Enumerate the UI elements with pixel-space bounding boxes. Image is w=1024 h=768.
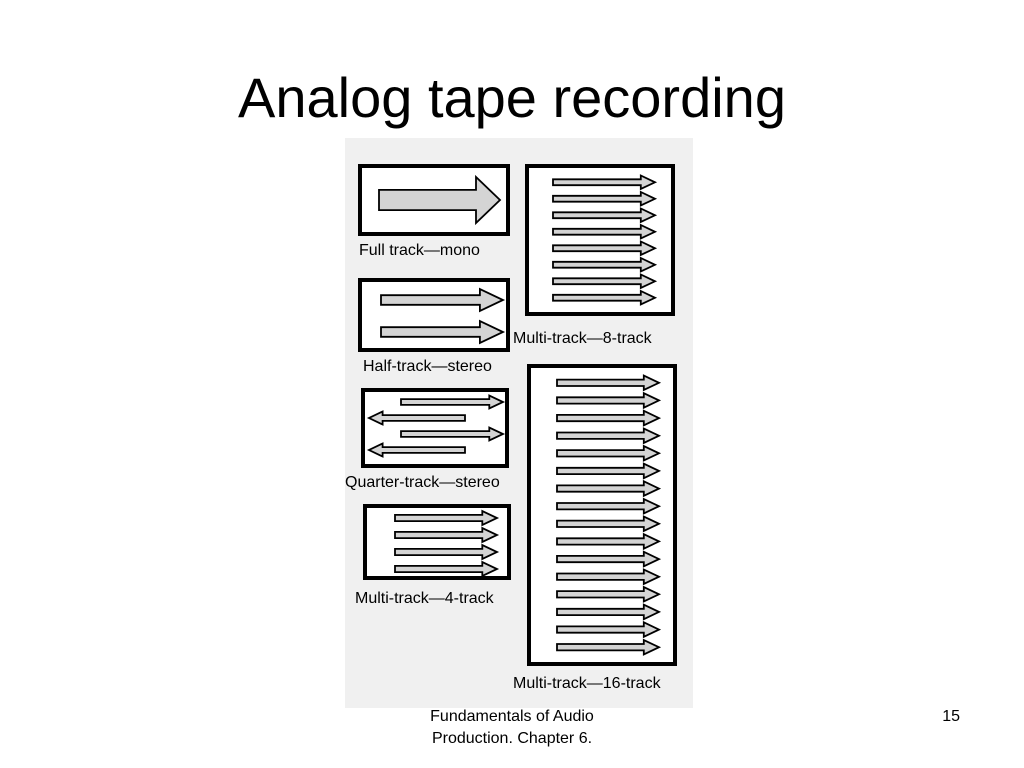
track-arrow-6-5 (556, 444, 662, 462)
track-arrow-6-2 (556, 391, 662, 410)
track-arrow-6-7 (556, 479, 662, 498)
format-label-5: Multi-track—8-track (513, 330, 653, 347)
slide-title: Analog tape recording (238, 66, 786, 129)
footer-source-line-1: Fundamentals of Audio (430, 708, 594, 725)
format-label-2: Half-track—stereo (363, 358, 492, 375)
track-arrow-3-1 (400, 394, 506, 410)
track-arrow-4-3 (394, 543, 500, 561)
track-arrow-4-2 (394, 526, 500, 544)
track-arrow-5-1 (552, 174, 658, 191)
track-arrow-3-2 (366, 410, 466, 426)
track-arrow-5-6 (552, 256, 658, 273)
track-arrow-3-4 (366, 442, 466, 458)
track-arrow-6-16 (556, 638, 662, 656)
page-number: 15 (942, 708, 960, 725)
format-label-1: Full track—mono (359, 242, 480, 259)
track-arrow-6-4 (556, 427, 662, 445)
footer-source: Fundamentals of Audio Production. Chapte… (362, 706, 662, 750)
track-arrow-2-2 (380, 319, 506, 345)
track-arrow-3-3 (400, 426, 506, 442)
tape-frame-5 (525, 164, 675, 316)
track-arrow-6-14 (556, 603, 662, 621)
track-arrow-6-6 (556, 462, 662, 480)
track-arrow-6-3 (556, 409, 662, 427)
track-arrow-6-15 (556, 620, 662, 639)
track-arrow-6-1 (556, 374, 662, 392)
format-label-3: Quarter-track—stereo (345, 474, 500, 491)
format-label-6: Multi-track—16-track (513, 675, 662, 692)
track-arrow-6-13 (556, 585, 662, 603)
track-arrow-4-4 (394, 560, 500, 578)
track-arrow-5-3 (552, 207, 658, 224)
track-arrow-6-8 (556, 497, 662, 515)
track-arrow-6-11 (556, 550, 662, 568)
track-arrow-4-1 (394, 509, 500, 527)
track-arrow-5-5 (552, 240, 658, 257)
format-label-4: Multi-track—4-track (355, 590, 495, 607)
tape-frame-6 (527, 364, 677, 666)
track-arrow-2-1 (380, 287, 506, 313)
track-arrow-5-2 (552, 190, 658, 207)
track-arrow-6-12 (556, 568, 662, 586)
track-arrow-5-4 (552, 223, 658, 240)
track-arrow-1-1 (378, 174, 502, 226)
track-arrow-5-7 (552, 273, 658, 290)
track-arrow-5-8 (552, 289, 658, 306)
footer-source-line-2: Production. Chapter 6. (431, 730, 593, 747)
track-arrow-6-9 (556, 515, 662, 533)
track-arrow-6-10 (556, 532, 662, 551)
